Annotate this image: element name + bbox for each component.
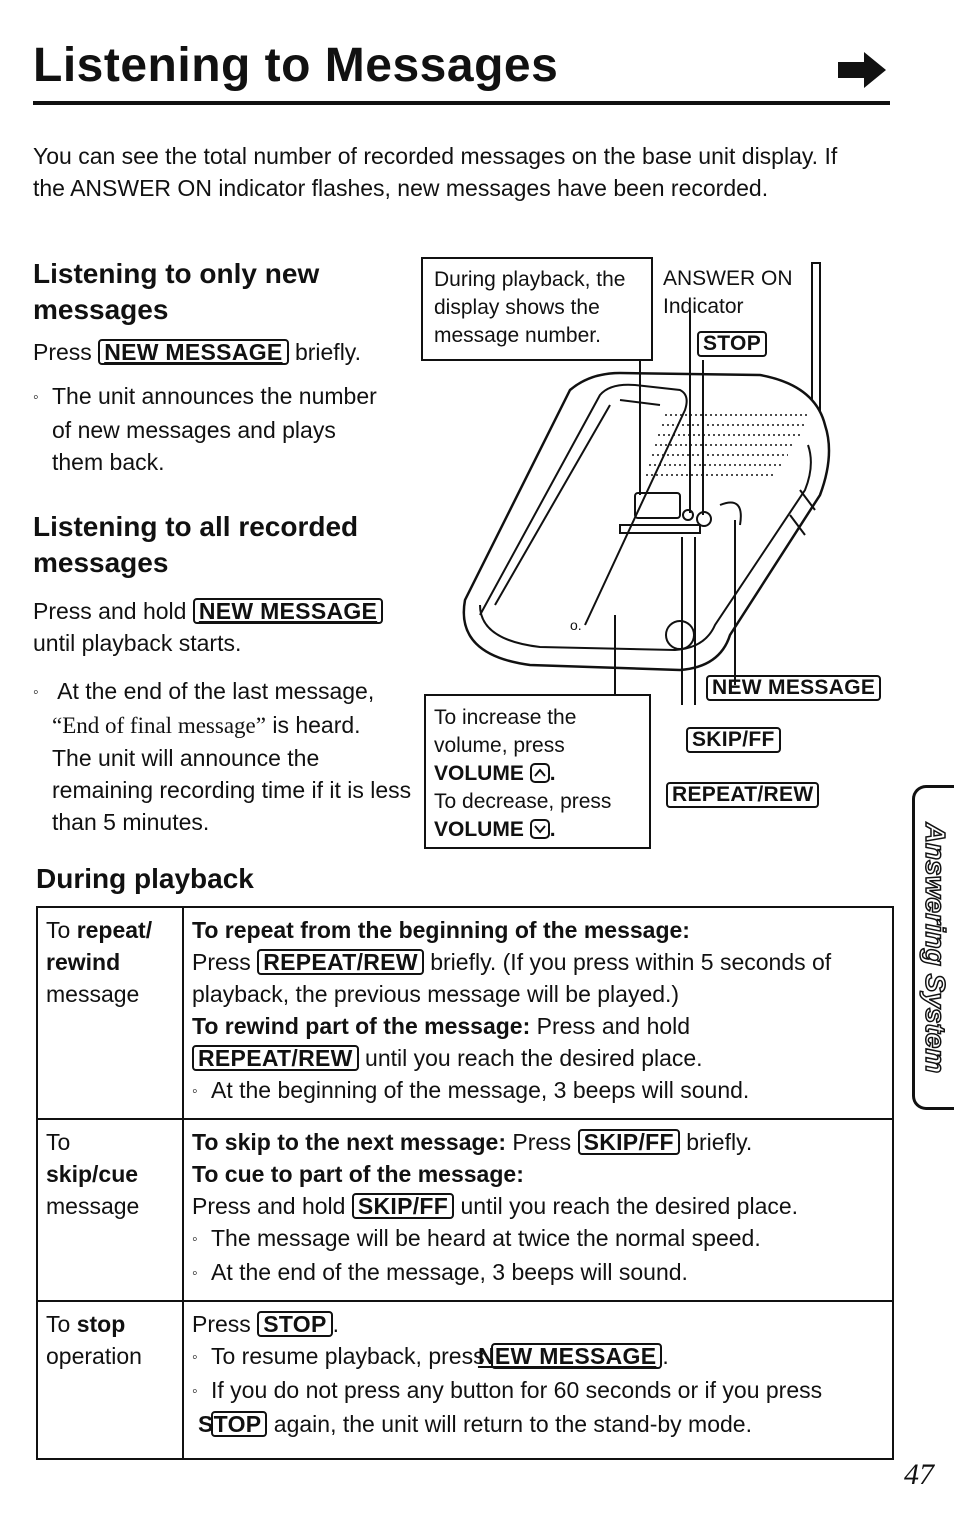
page-number: 47 xyxy=(904,1458,934,1491)
new-message-key: NEW MESSAGE xyxy=(98,339,289,365)
table-row: To skip/cue message To skip to the next … xyxy=(36,1118,894,1302)
section-new-bullet: The unit announces the number of new mes… xyxy=(33,380,393,478)
playback-table: To repeat/ rewind message To repeat from… xyxy=(36,906,894,1460)
row-desc-repeat: To repeat from the beginning of the mess… xyxy=(182,906,894,1120)
section-new-messages: Listening to only new messages Press NEW… xyxy=(33,256,393,478)
page-title: Listening to Messages xyxy=(33,39,559,92)
volume-up-icon xyxy=(529,763,550,783)
answer-on-label-2: Indicator xyxy=(663,295,744,318)
section-new-instruction: Press NEW MESSAGE briefly. xyxy=(33,339,361,365)
section-side-tab: Answering System xyxy=(912,785,954,1110)
volume-callout: To increase the volume, press VOLUME . T… xyxy=(424,694,651,849)
section-all-heading: Listening to all recorded messages xyxy=(33,511,359,578)
repeat-rew-key: REPEAT/REW xyxy=(192,1045,359,1071)
row-label-stop: To stop operation xyxy=(36,1300,184,1460)
answer-on-label-1: ANSWER ON xyxy=(663,267,793,290)
title-rule xyxy=(33,101,890,105)
section-new-heading: Listening to only new messages xyxy=(33,258,320,325)
table-row: To repeat/ rewind message To repeat from… xyxy=(36,906,894,1120)
display-callout: During playback, the display shows the m… xyxy=(434,268,626,347)
intro-text: You can see the total number of recorded… xyxy=(33,143,838,201)
volume-down-icon xyxy=(529,819,550,839)
base-unit-illustration: o. xyxy=(421,257,831,705)
new-message-key-label: NEW MESSAGE xyxy=(706,675,882,701)
stop-key: STOP xyxy=(198,1411,268,1437)
stop-key-label: STOP xyxy=(697,331,767,357)
stop-key: STOP xyxy=(257,1311,333,1337)
repeat-rew-key-label: REPEAT/REW xyxy=(666,782,820,808)
row-desc-stop: Press STOP. To resume playback, press NE… xyxy=(182,1300,894,1460)
skip-ff-key: SKIP/FF xyxy=(351,1193,455,1219)
skip-ff-key: SKIP/FF xyxy=(577,1129,680,1155)
side-tab-label: Answering System xyxy=(919,821,952,1073)
svg-text:o.: o. xyxy=(570,617,582,633)
arrow-right-icon xyxy=(838,52,886,88)
row-label-skip: To skip/cue message xyxy=(36,1118,184,1302)
section-all-bullet: At the end of the last message, “End of … xyxy=(33,675,413,838)
row-desc-skip: To skip to the next message: Press SKIP/… xyxy=(182,1118,894,1302)
row-label-repeat: To repeat/ rewind message xyxy=(36,906,184,1120)
new-message-key: NEW MESSAGE xyxy=(478,1343,663,1369)
skip-ff-key-label: SKIP/FF xyxy=(686,727,781,753)
during-playback-heading: During playback xyxy=(36,863,254,894)
table-row: To stop operation Press STOP. To resume … xyxy=(36,1300,894,1460)
new-message-key: NEW MESSAGE xyxy=(192,598,384,624)
repeat-rew-key: REPEAT/REW xyxy=(257,949,424,975)
section-all-instruction: Press and hold NEW MESSAGE until playbac… xyxy=(33,595,413,659)
section-all-messages: Listening to all recorded messages Press… xyxy=(33,509,413,838)
